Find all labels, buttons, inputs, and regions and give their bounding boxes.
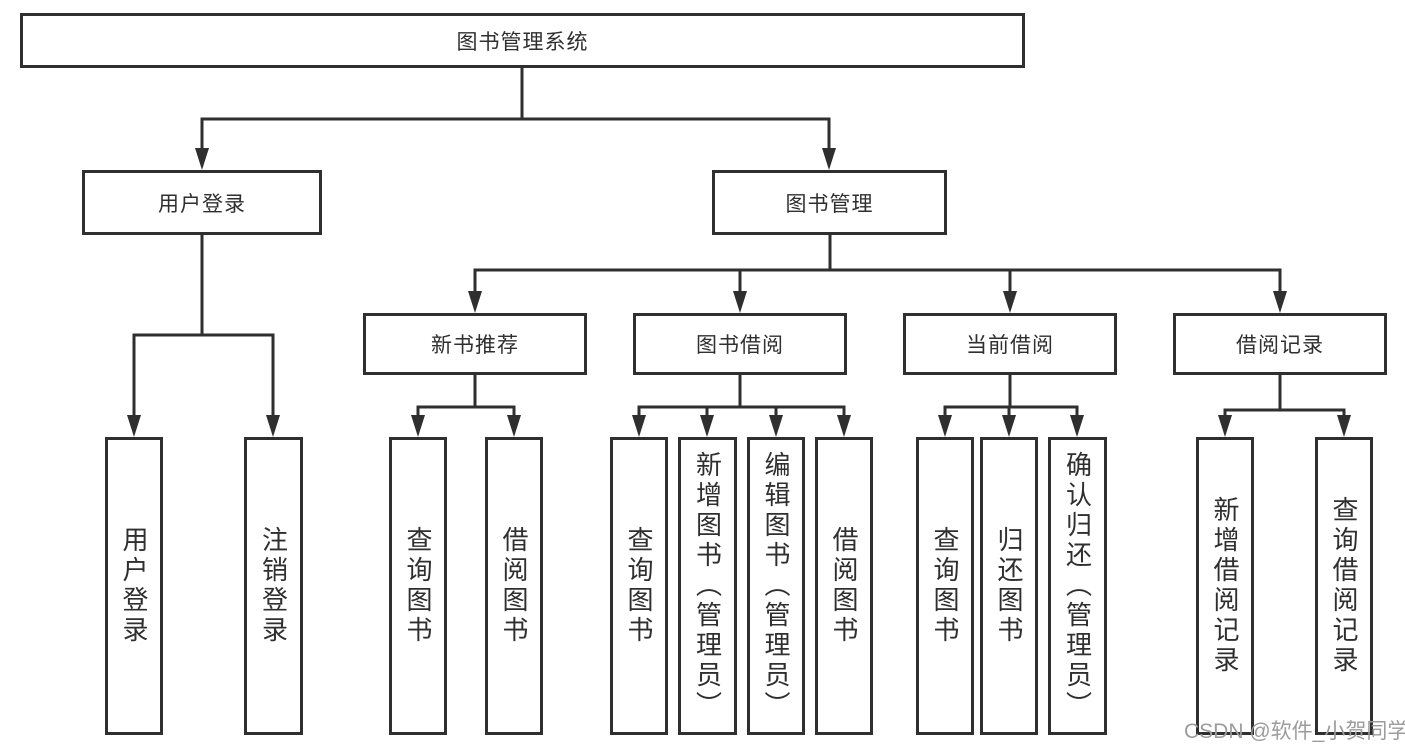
leaf-borrow-edit-books-admin-label: 编辑图书（管理员） <box>761 451 791 721</box>
watermark: CSDN @软件_小贺同学 <box>1184 720 1405 743</box>
arrow-down-icon <box>1218 415 1232 437</box>
arrow-down-icon <box>938 415 952 437</box>
arrow-down-icon <box>266 415 280 437</box>
leaf-records-query: 查询借阅记录 <box>1315 437 1373 735</box>
leaf-borrow-query-books-label: 查询图书 <box>624 526 654 646</box>
arrow-down-icon <box>1273 291 1287 313</box>
node-new-book-recommend-label: 新书推荐 <box>431 334 519 357</box>
arrow-down-icon <box>1337 415 1351 437</box>
node-system-root: 图书管理系统 <box>20 13 1025 68</box>
node-new-book-recommend: 新书推荐 <box>363 313 587 375</box>
arrow-down-icon <box>1002 415 1016 437</box>
leaf-records-add-label: 新增借阅记录 <box>1210 496 1240 676</box>
leaf-newbook-borrow-books-label: 借阅图书 <box>499 526 529 646</box>
leaf-logout: 注销登录 <box>244 437 303 735</box>
arrow-down-icon <box>468 291 482 313</box>
node-system-root-label: 图书管理系统 <box>456 30 589 54</box>
arrow-down-icon <box>632 415 646 437</box>
leaf-borrow-add-books-admin-label: 新增图书（管理员） <box>692 451 723 721</box>
arrow-down-icon <box>733 291 747 313</box>
leaf-current-query-books: 查询图书 <box>916 437 974 735</box>
node-borrow-records-label: 借阅记录 <box>1236 334 1324 357</box>
arrow-down-icon <box>769 415 783 437</box>
leaf-records-query-label: 查询借阅记录 <box>1329 496 1359 676</box>
arrow-down-icon <box>822 148 836 170</box>
node-current-borrow: 当前借阅 <box>903 313 1117 375</box>
arrow-down-icon <box>195 148 209 170</box>
node-user-login-label: 用户登录 <box>158 192 246 216</box>
leaf-current-confirm-return-admin: 确认归还（管理员） <box>1048 437 1107 735</box>
node-current-borrow-label: 当前借阅 <box>966 334 1054 357</box>
leaf-newbook-query-books: 查询图书 <box>389 437 447 735</box>
leaf-logout-label: 注销登录 <box>258 526 289 646</box>
leaf-records-add: 新增借阅记录 <box>1196 437 1254 735</box>
arrow-down-icon <box>1003 291 1017 313</box>
arrow-down-icon <box>700 415 714 437</box>
arrow-down-icon <box>507 415 521 437</box>
leaf-borrow-add-books-admin: 新增图书（管理员） <box>678 437 737 735</box>
leaf-current-return-books-label: 归还图书 <box>994 526 1024 646</box>
leaf-user-login: 用户登录 <box>105 437 163 735</box>
node-borrow-records: 借阅记录 <box>1173 313 1387 375</box>
node-user-login: 用户登录 <box>82 170 322 235</box>
leaf-current-return-books: 归还图书 <box>980 437 1038 735</box>
arrow-down-icon <box>127 415 141 437</box>
arrow-down-icon <box>837 415 851 437</box>
arrow-down-icon <box>411 415 425 437</box>
node-book-borrow-label: 图书借阅 <box>696 334 784 357</box>
leaf-newbook-query-books-label: 查询图书 <box>403 526 433 646</box>
node-book-management-label: 图书管理 <box>785 192 874 216</box>
leaf-borrow-borrow-books: 借阅图书 <box>815 437 873 735</box>
leaf-borrow-edit-books-admin: 编辑图书（管理员） <box>747 437 805 735</box>
leaf-current-query-books-label: 查询图书 <box>930 526 960 646</box>
leaf-user-login-label: 用户登录 <box>119 526 149 646</box>
leaf-borrow-query-books: 查询图书 <box>610 437 668 735</box>
leaf-current-confirm-return-admin-label: 确认归还（管理员） <box>1062 451 1093 721</box>
leaf-borrow-borrow-books-label: 借阅图书 <box>829 526 859 646</box>
node-book-management: 图书管理 <box>712 170 947 235</box>
arrow-down-icon <box>1070 415 1084 437</box>
leaf-newbook-borrow-books: 借阅图书 <box>485 437 543 735</box>
node-book-borrow: 图书借阅 <box>633 313 847 375</box>
